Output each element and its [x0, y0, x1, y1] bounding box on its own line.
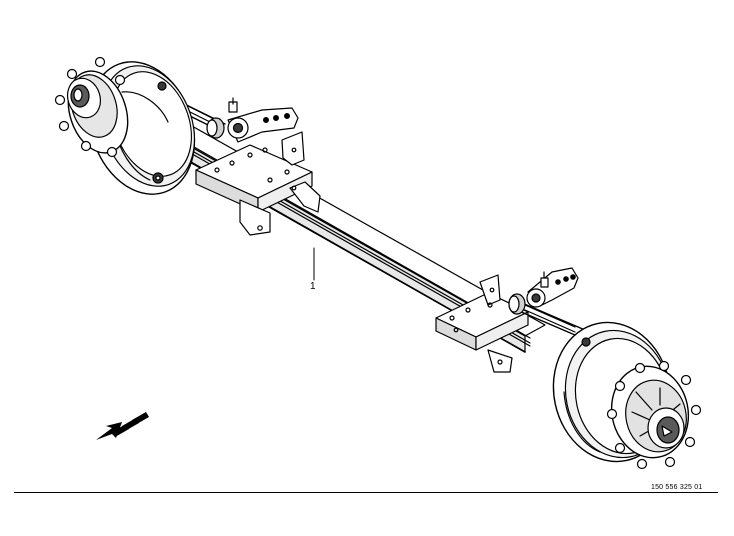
drawing-number: 150 556 325 01 [651, 484, 703, 491]
forward-direction-arrow-icon [96, 412, 149, 440]
footer-rule [14, 492, 718, 493]
left-wheel-hub [54, 56, 129, 158]
right-wheel-hub [606, 360, 702, 470]
part-callout-1: 1 [310, 281, 316, 292]
right-spring-seat [435, 274, 529, 373]
right-slack-adjuster [526, 267, 579, 308]
right-camshaft [508, 293, 586, 339]
left-slack-adjuster [227, 97, 299, 143]
left-spring-seat [195, 131, 321, 236]
